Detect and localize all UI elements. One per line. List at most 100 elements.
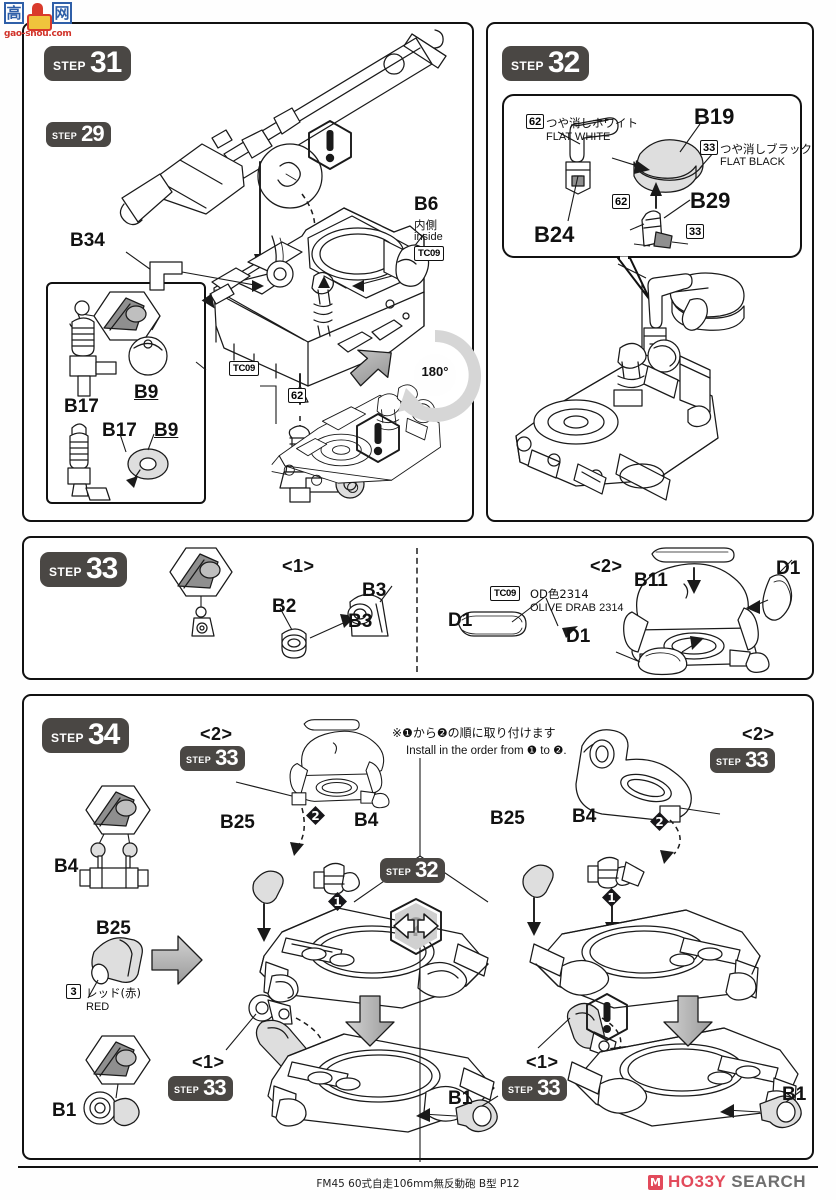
part-label-b4-right: B4 xyxy=(572,806,597,827)
paint-chip-62-white: 62 xyxy=(526,114,545,129)
part-label-b19: B19 xyxy=(694,104,735,129)
paint-chip-33-lower: 33 xyxy=(686,224,705,239)
order-marker-2-left: 2 xyxy=(306,806,325,825)
quantity-label-left-bottom: <1> xyxy=(192,1052,225,1072)
warning-icon xyxy=(306,119,354,171)
step-word: STEP xyxy=(386,867,412,877)
watermark-char-2: 网 xyxy=(52,2,72,24)
paint-chip-tc09: TC09 xyxy=(414,246,444,261)
panel-step-34: STEP 34 ※❶から❷の順に取り付けます Install in the or… xyxy=(22,694,814,1162)
paint-chip-33-black: 33 xyxy=(700,140,719,155)
paint-name-red-en: RED xyxy=(86,1001,110,1013)
part-label-b34: B34 xyxy=(70,230,105,251)
step-29-badge: STEP 29 xyxy=(46,122,111,147)
part-label-d1-mid: D1 xyxy=(566,626,591,647)
paint-chip-62-lower: 62 xyxy=(612,194,631,209)
quantity-label-left: <1> xyxy=(282,556,315,576)
part-label-b17-top: B17 xyxy=(64,396,99,417)
quantity-label-right-bottom: <1> xyxy=(526,1052,559,1072)
footer-divider xyxy=(18,1166,818,1168)
paint-chip-tc09-od: TC09 xyxy=(490,586,520,601)
b6-inside-label-jp: 内側 xyxy=(414,218,437,232)
part-label-b1-left: B1 xyxy=(448,1088,473,1109)
grey-arrow-down-left-icon xyxy=(342,992,398,1050)
step-word: STEP xyxy=(51,731,84,745)
quantity-label-right-top: <2> xyxy=(742,724,775,744)
hand-icon xyxy=(26,2,52,31)
part-label-d1-top: D1 xyxy=(776,558,801,579)
hobby-search-mark-icon: M xyxy=(648,1174,663,1190)
part-label-b4-column: B4 xyxy=(54,856,79,877)
step31-main-illustration xyxy=(94,26,484,503)
step-number: 32 xyxy=(547,46,580,79)
paint-name-od-jp: OD色2314 xyxy=(530,587,589,601)
step34-right-hull xyxy=(524,904,774,1034)
order-marker-2-right: 2 xyxy=(650,812,669,831)
part-label-b25-right: B25 xyxy=(490,808,525,829)
part-label-b9-top: B9 xyxy=(134,382,159,403)
step-number: 33 xyxy=(537,1075,561,1100)
watermark-char-1: 高 xyxy=(4,2,24,24)
step32-main-illustration xyxy=(502,263,802,514)
step34-parts-column xyxy=(54,784,194,1134)
b6-inside-label-en: inside xyxy=(414,231,443,243)
step-word: STEP xyxy=(716,757,742,767)
part-label-b9-bottom: B9 xyxy=(154,420,179,441)
step-number: 29 xyxy=(81,121,105,146)
brand-name-hobby: HO33Y xyxy=(668,1172,727,1191)
step-word: STEP xyxy=(508,1085,534,1095)
step-33-ref-left-top: STEP 33 xyxy=(180,746,245,771)
watermark-url: gao-shou.com xyxy=(4,29,72,39)
step-number: 32 xyxy=(415,857,439,882)
step-33-ref-left-bottom: STEP 33 xyxy=(168,1076,233,1101)
step33-right-illustration xyxy=(434,544,814,679)
footer-kit-name: FM45 60式自走106mm無反動砲 B型 P12 xyxy=(316,1178,520,1190)
part-label-b17-bottom: B17 xyxy=(102,420,137,441)
warning-icon xyxy=(354,412,402,464)
step-32-badge: STEP 32 xyxy=(502,46,590,81)
panel-step-32: STEP 32 xyxy=(486,22,814,522)
step34-right-bottom-illustration xyxy=(537,992,824,1156)
step32-paint-callout: 62 つや消しホワイト FLAT WHITE 33 つや消しブラック FLAT … xyxy=(502,94,812,258)
part-label-b4-left: B4 xyxy=(354,810,379,831)
paint-name-white-en: FLAT WHITE xyxy=(546,131,611,143)
step-number: 33 xyxy=(85,552,118,585)
step-number: 31 xyxy=(89,46,122,79)
step-33-ref-right-bottom: STEP 33 xyxy=(502,1076,567,1101)
quantity-label-right: <2> xyxy=(590,556,623,576)
step-word: STEP xyxy=(186,755,212,765)
step-32-ref-center: STEP 32 xyxy=(380,858,445,883)
grey-arrow-down-right-icon xyxy=(660,992,716,1050)
step-word: STEP xyxy=(49,565,82,579)
step-number: 33 xyxy=(203,1075,227,1100)
quantity-label-left-top: <2> xyxy=(200,724,233,744)
install-order-note-en: Install in the order from ❶ to ❷. xyxy=(406,745,567,757)
part-label-b2: B2 xyxy=(272,596,297,617)
part-label-b24: B24 xyxy=(534,222,575,247)
part-label-b3-magnified: B3 xyxy=(348,611,373,632)
paint-chip-tc09-center: TC09 xyxy=(229,361,259,376)
part-label-b6: B6 xyxy=(414,194,439,215)
grey-arrow-icon xyxy=(340,342,398,400)
inset-parts-illustration xyxy=(48,284,208,506)
section-divider xyxy=(416,548,418,672)
paint-name-white-jp: つや消しホワイト xyxy=(546,116,638,130)
part-label-b3: B3 xyxy=(362,580,387,601)
step33-left-illustration xyxy=(164,544,414,679)
step-word: STEP xyxy=(174,1085,200,1095)
paint-name-red-jp: レッド(赤) xyxy=(86,986,141,1000)
hobby-search-logo: M HO33Y SEARCH xyxy=(648,1172,806,1192)
paint-chip-3-red: 3 xyxy=(66,984,81,999)
part-label-b1-right: B1 xyxy=(782,1084,807,1105)
step31-inset-panel: B17 B9 B17 B9 xyxy=(46,282,208,506)
brand-name-search: SEARCH xyxy=(731,1172,807,1191)
step-number: 34 xyxy=(87,718,120,751)
step34-right-top-illustration xyxy=(522,722,784,952)
step-31-badge: STEP 31 xyxy=(44,46,132,81)
rotate-180-icon: 180° xyxy=(396,329,482,422)
rotate-angle-label: 180° xyxy=(421,364,449,379)
grey-arrow-right-icon xyxy=(148,932,206,988)
step-word: STEP xyxy=(53,59,86,73)
watermark-logo: 高 网 gao-shou.com xyxy=(4,2,78,50)
step-33-badge: STEP 33 xyxy=(40,552,128,587)
